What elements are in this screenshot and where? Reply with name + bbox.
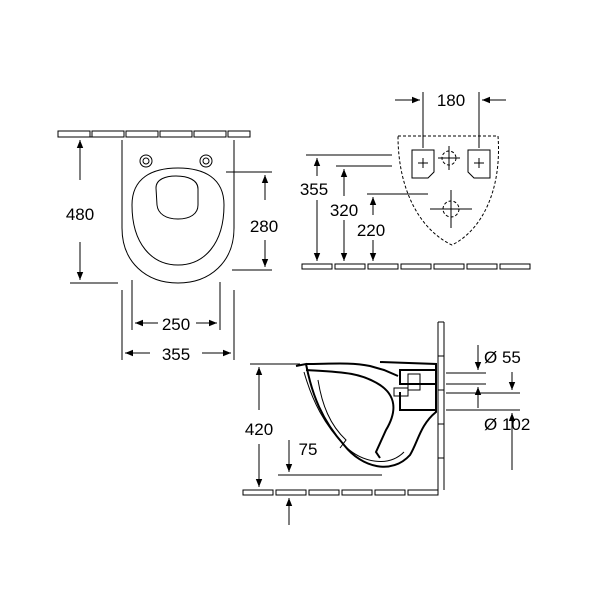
dimension-d55-label: Ø 55 xyxy=(484,348,521,367)
side-view-wall xyxy=(437,321,445,490)
dimension-d102: Ø 102 xyxy=(446,372,530,470)
rear-view-outline xyxy=(397,135,500,246)
dimension-d102-label: Ø 102 xyxy=(484,415,530,434)
dimension-420: 420 xyxy=(245,363,300,487)
top-view-wall xyxy=(57,130,251,138)
fixing-hole-right xyxy=(199,154,213,168)
side-bowl-inner xyxy=(303,371,405,462)
side-bowl-trap-inner xyxy=(317,379,347,449)
dimension-250-label: 250 xyxy=(162,315,190,334)
dimension-280: 280 xyxy=(226,171,278,271)
outlet-fitting-socket xyxy=(393,387,409,397)
fixing-crosshair-lower xyxy=(430,190,472,228)
rear-view: 180 355 320 220 xyxy=(300,91,531,270)
side-view: 420 75 Ø 55 Ø 102 xyxy=(242,321,530,525)
dimension-250: 250 xyxy=(131,280,221,334)
bowl-rim xyxy=(131,167,225,266)
fixing-bracket-right xyxy=(467,149,491,179)
dimension-320: 320 xyxy=(330,165,392,261)
rear-view-floor xyxy=(301,263,531,270)
dimension-355-label: 355 xyxy=(162,345,190,364)
inlet-fitting xyxy=(399,369,437,385)
dimension-220-label: 220 xyxy=(357,221,385,240)
side-bowl-trap xyxy=(305,369,395,459)
dimension-d55: Ø 55 xyxy=(446,345,521,408)
dimension-180: 180 xyxy=(395,91,506,148)
fixing-hole-right-inner xyxy=(202,157,210,165)
side-bowl-outer xyxy=(295,361,437,468)
inlet-fitting-inner xyxy=(407,373,421,391)
bowl-opening xyxy=(155,175,199,220)
dimension-320-label: 320 xyxy=(330,201,358,220)
dimension-280-label: 280 xyxy=(250,217,278,236)
dimension-420-label: 420 xyxy=(245,420,273,439)
top-view: 480 280 250 355 xyxy=(57,130,278,364)
dimension-75-label: 75 xyxy=(299,440,318,459)
dimension-75: 75 xyxy=(278,440,382,525)
outlet-fitting xyxy=(399,392,437,411)
dimension-355: 355 xyxy=(121,290,235,364)
fixing-hole-left-inner xyxy=(142,157,150,165)
side-bowl-top xyxy=(305,362,399,377)
dimension-180-label: 180 xyxy=(437,91,465,110)
fixing-hole-left xyxy=(139,154,153,168)
fixing-crosshair-upper xyxy=(438,146,460,170)
bowl-outline xyxy=(121,140,235,284)
dimension-480: 480 xyxy=(66,136,120,284)
fixing-bracket-left xyxy=(411,149,435,179)
side-view-floor xyxy=(242,489,439,496)
dimension-355-rear: 355 xyxy=(300,154,392,261)
dimension-355-rear-label: 355 xyxy=(300,180,328,199)
dimension-480-label: 480 xyxy=(66,205,94,224)
dimension-220: 220 xyxy=(357,193,428,261)
